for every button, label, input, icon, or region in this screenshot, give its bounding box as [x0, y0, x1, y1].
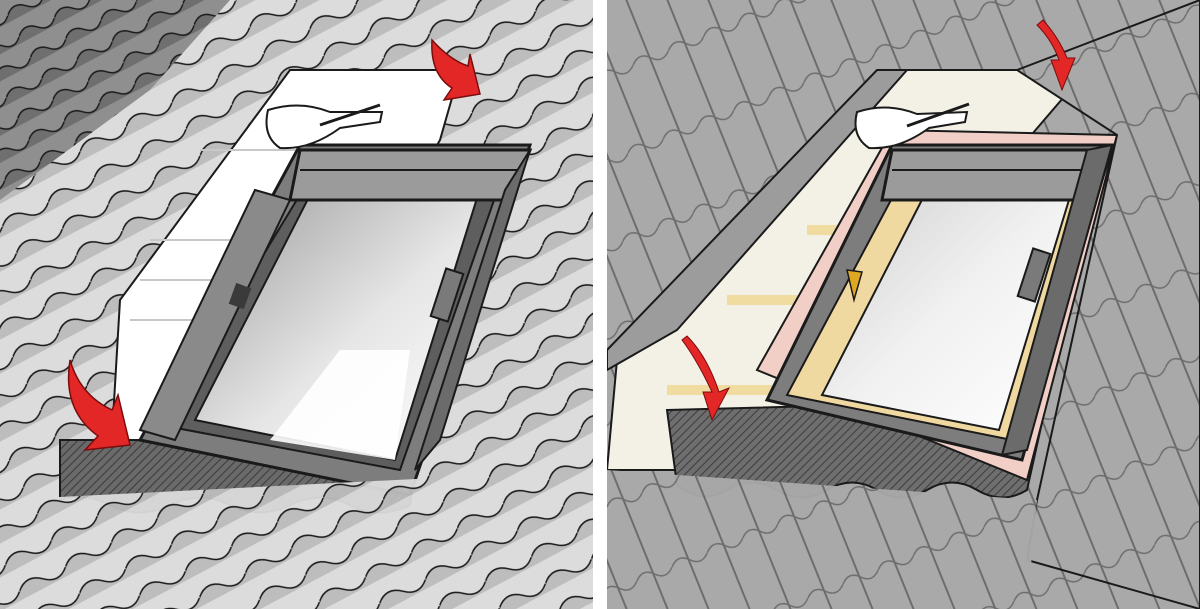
arrow-down-icon-lower — [67, 359, 131, 451]
arrow-down-icon-upper — [431, 38, 481, 102]
left-illustration — [0, 0, 593, 609]
panel-divider — [593, 0, 607, 609]
left-metal-sheet — [607, 69, 910, 372]
panel-right-metal-roof — [607, 0, 1200, 609]
hand-icon — [265, 103, 384, 150]
arrow-down-icon-upper — [1036, 19, 1076, 92]
roof-tiles-foreground — [0, 470, 593, 609]
hand-icon — [854, 102, 970, 150]
roof-window-icon — [137, 143, 533, 497]
panel-left-tile-roof — [0, 0, 593, 609]
metal-sheet-foreground — [607, 470, 1037, 609]
latch-icon — [846, 269, 863, 303]
roof-window-icon — [755, 128, 1119, 482]
roof-tiles-shaded — [0, 0, 230, 200]
arrow-down-icon-lower — [681, 335, 731, 422]
right-illustration — [607, 0, 1200, 609]
top-flashing-cover — [288, 148, 533, 202]
